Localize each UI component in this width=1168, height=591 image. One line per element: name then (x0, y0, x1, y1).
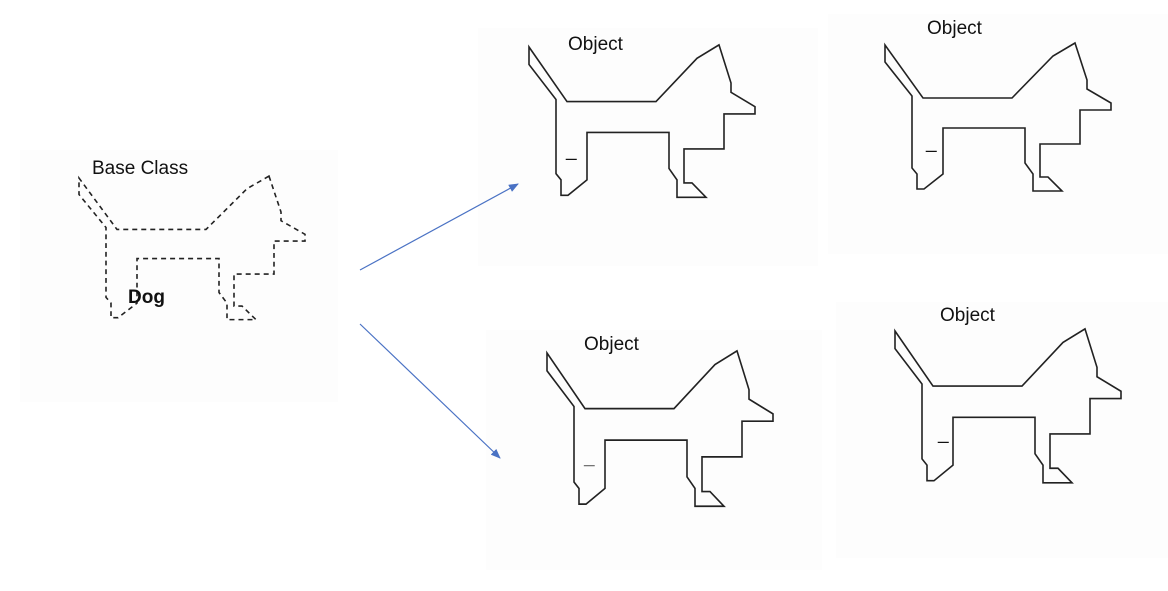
object-label-4: Object (940, 305, 995, 326)
base-class-dog-outline (78, 175, 306, 321)
object-field-4: _ (938, 423, 949, 444)
object-label-3: Object (584, 334, 639, 355)
object-panel-3 (486, 330, 822, 570)
base-class-heading: Base Class (92, 158, 189, 179)
object-dog-outline-1 (528, 44, 756, 199)
object-label-2: Object (927, 18, 982, 39)
arrow-to-object-1 (359, 183, 519, 271)
object-panel-1 (478, 28, 818, 266)
base-class-panel (20, 150, 338, 402)
object-dog-outline-2 (884, 42, 1112, 192)
object-label-1: Object (568, 34, 623, 55)
object-dog-outline-4 (894, 328, 1122, 484)
object-field-1: _ (566, 140, 577, 161)
base-class-name: Dog (128, 287, 165, 308)
object-field-3: _ (584, 448, 595, 469)
arrow-to-object-3 (359, 323, 501, 459)
object-field-2: _ (926, 132, 937, 153)
object-panel-4 (836, 302, 1168, 558)
object-dog-outline-3 (546, 350, 774, 508)
